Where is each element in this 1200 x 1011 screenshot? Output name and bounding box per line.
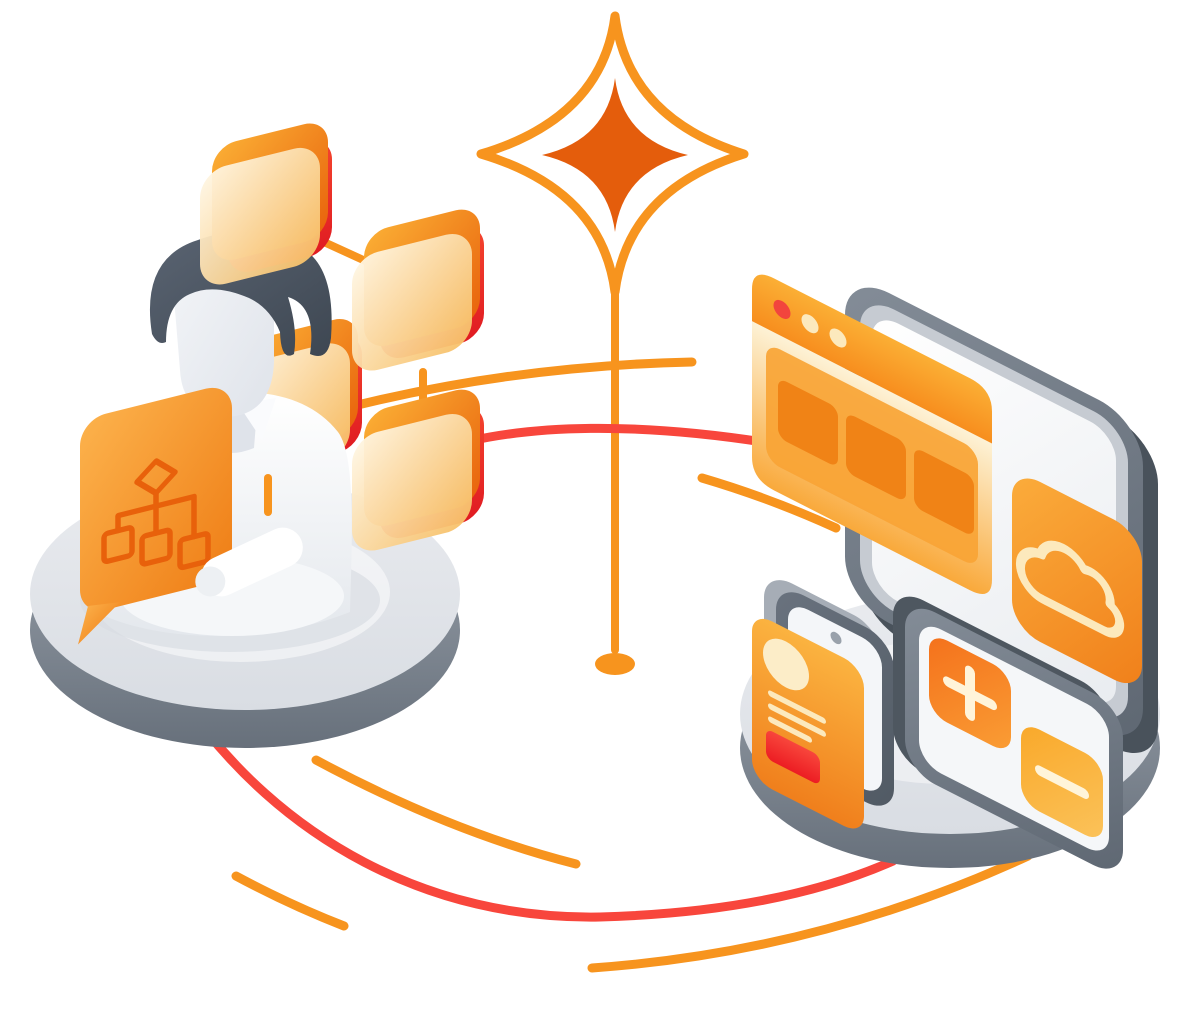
forearm [195, 527, 303, 597]
plus-button [929, 638, 1011, 749]
panel-tail [78, 602, 120, 645]
hand [195, 566, 226, 597]
browser-window-icon [752, 274, 992, 594]
browser-tile [914, 450, 974, 534]
chat-card-face [352, 414, 472, 551]
red-orbit-top [435, 423, 810, 454]
sparkle-star-icon [476, 11, 749, 297]
profile-text-line [768, 716, 812, 743]
cloud-card [1012, 478, 1142, 684]
chat-card-face [200, 147, 320, 285]
profile-text-line [768, 703, 826, 737]
orange-arc-short [231, 871, 349, 931]
orange-arc-bottom-right [587, 851, 1033, 973]
cloud-icon [1016, 540, 1125, 638]
orange-arc-upper [313, 357, 697, 420]
profile-text-line [768, 690, 826, 724]
chat-card [352, 209, 484, 371]
org-chart-icon [101, 458, 211, 571]
browser-dot [801, 314, 819, 334]
chat-card [200, 123, 332, 285]
browser-dot [829, 328, 847, 348]
star-core [542, 78, 688, 232]
browser-tile [778, 380, 838, 465]
orange-arc-mid-right [697, 473, 841, 533]
chat-card-face [352, 234, 472, 371]
chat-card [352, 389, 484, 551]
calc-panel [893, 596, 1123, 869]
profile-card-icon [752, 618, 864, 829]
minus-icon [1035, 765, 1089, 799]
browser-tile [846, 415, 906, 500]
plus-icon [943, 665, 997, 721]
org-chart-panel [78, 387, 232, 645]
browser-dot-red [773, 299, 791, 319]
minus-button [1021, 727, 1103, 838]
avatar [763, 638, 809, 691]
orange-arc-mid-left [311, 755, 581, 869]
phone-camera-dot [830, 631, 842, 645]
pointer-dot [595, 653, 635, 675]
profile-action-button [766, 731, 820, 784]
red-orbit-bottom [178, 695, 898, 922]
